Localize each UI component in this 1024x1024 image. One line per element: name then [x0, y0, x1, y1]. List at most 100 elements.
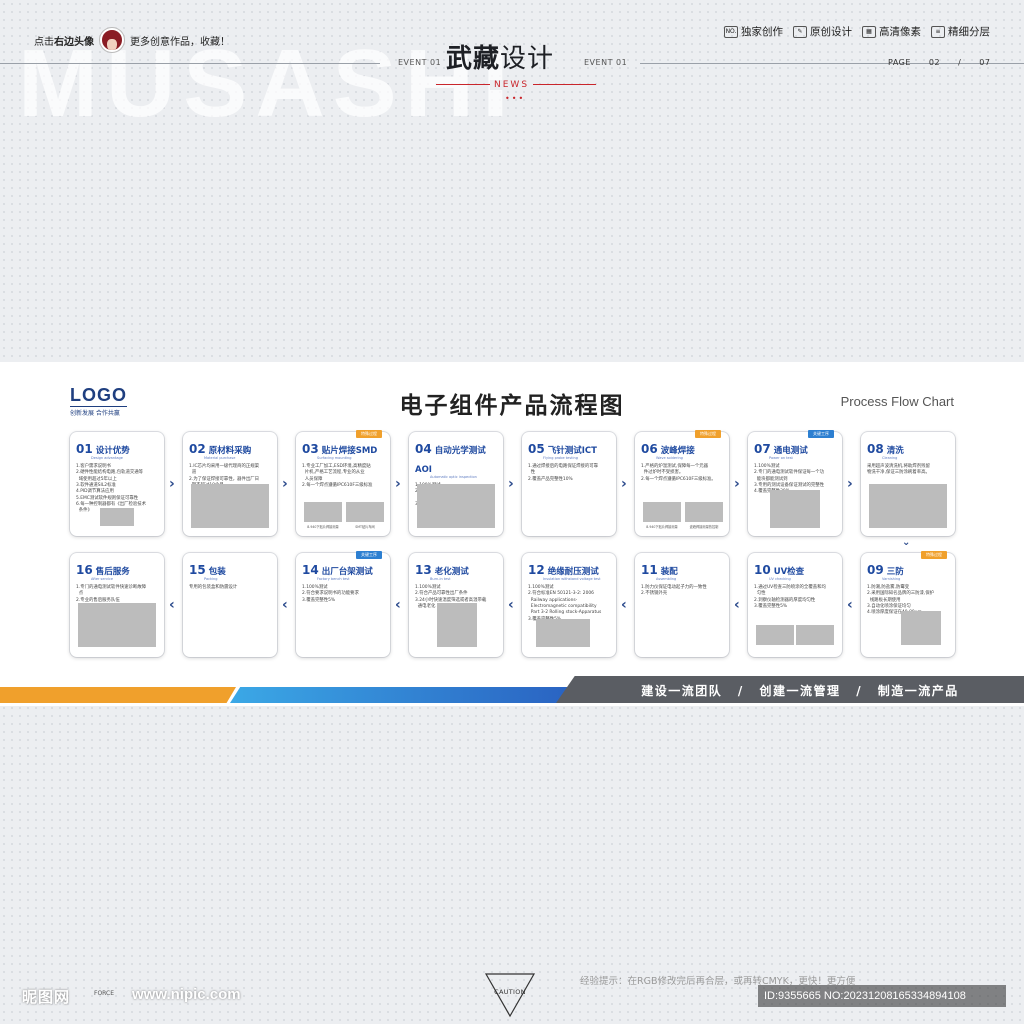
step-description: 专用的包装盒和防震设计 — [189, 585, 271, 591]
desc-line: 6.每一种控制器都有《出厂检验技术 — [76, 502, 147, 508]
dots-decoration: ••• — [505, 94, 526, 103]
step-title: 售后服务 — [95, 567, 130, 577]
blue-strip — [230, 687, 570, 703]
desc-line: 3.覆盖完整性5% — [302, 597, 336, 603]
desc-line: 域使用超过5年以上 — [76, 476, 117, 482]
desc-line: 道 — [189, 470, 197, 476]
desc-line: 4.喷涂厚度保证在40-80um — [867, 610, 922, 616]
image-placeholder — [78, 603, 156, 647]
step-title-en: Factory bench test — [317, 577, 350, 581]
arrow-right-icon: › — [847, 476, 853, 492]
page-indicator: PAGE 02 / 07 — [888, 58, 991, 67]
arrow-left-icon: ‹ — [395, 597, 401, 613]
arrow-right-icon: › — [395, 476, 401, 492]
image-placeholder — [304, 502, 342, 522]
event-label-left: EVENT 01 — [398, 58, 442, 67]
desc-line: 1.防力仪保证电动起子力的一致性 — [641, 584, 707, 590]
caution-triangle-icon — [484, 973, 536, 1018]
step-number: 13 — [415, 563, 432, 577]
step-title-en: Assembling — [656, 577, 677, 581]
flow-chart-panel — [0, 362, 1024, 706]
background-watermark: MUSASHI — [18, 30, 517, 137]
layers-icon: ≡ — [931, 25, 945, 38]
step-title-en: UV checking — [769, 577, 791, 581]
step-number: 14 — [302, 563, 319, 577]
arrow-left-icon: ‹ — [734, 597, 740, 613]
desc-line: 1.通过UV检查三防喷涂的全覆盖和均 — [754, 584, 826, 590]
desc-line: 2.符合标准EN 50121-3-2: 2006 — [528, 591, 594, 597]
desc-line: Part 3-2 Rolling stock-Apparatus — [528, 610, 602, 616]
desc-line: 1.专门的通电测试软件快速诊断故障 — [76, 584, 147, 590]
badge-layers: ≡ 精细分层 — [931, 24, 990, 39]
slogan-text: 建设一流团队 / 创建一流管理 / 制造一流产品 — [641, 684, 959, 698]
desc-line: Railway applications- — [528, 597, 578, 603]
desc-line: 2.覆盖产品完整性10% — [528, 476, 573, 482]
step-title: 原材料采购 — [208, 446, 252, 456]
promo-highlight: 右边头像 — [54, 36, 94, 48]
step-title: 自动光学测试AOI — [415, 446, 486, 475]
chart-title-en: Process Flow Chart — [840, 394, 954, 409]
desc-line: 2.不锈钢外壳 — [641, 591, 668, 597]
image-placeholder — [100, 508, 134, 526]
arrow-right-icon: › — [621, 476, 627, 492]
arrow-right-icon: › — [508, 476, 514, 492]
desc-line: 条件》 — [76, 508, 92, 514]
header-divider-left — [0, 63, 380, 64]
step-number: 08 — [867, 442, 884, 456]
news-label: NEWS — [490, 80, 534, 90]
image-placeholder — [796, 625, 834, 645]
step-title-en: After service — [91, 577, 114, 581]
desc-line: 采用超声波清洗机,将助焊剂残留 — [867, 463, 930, 469]
step-title-en: Surfacing mounting — [317, 456, 352, 460]
avatar[interactable] — [100, 28, 124, 52]
desc-line: 1.100%测试 — [528, 584, 554, 590]
image-placeholder — [536, 619, 590, 647]
image-caption: 8.940下贴片焊接测量 — [646, 525, 678, 529]
process-tag: 关键工序 — [808, 430, 834, 438]
step-title-en: Packing — [204, 577, 218, 581]
step-number: 15 — [189, 563, 206, 577]
desc-line: 2.每一个焊点遵循IPC610F三级标准。 — [641, 476, 716, 482]
step-number: 06 — [641, 442, 658, 456]
pencil-icon: ✎ — [793, 25, 807, 38]
process-tag: 特殊过程 — [921, 551, 947, 559]
step-number: 10 — [754, 563, 771, 577]
step-title: 绝缘耐压测试 — [547, 567, 599, 577]
desc-line: 件过炉时不受损害。 — [641, 470, 684, 476]
step-number: 01 — [76, 442, 93, 456]
desc-line: 1.100%测试 — [415, 584, 441, 590]
image-placeholder — [417, 484, 495, 528]
step-title-en: Material purchase — [204, 456, 236, 460]
step-number: 02 — [189, 442, 206, 456]
image-caption: 波峰焊接测量热控制 — [689, 525, 719, 529]
image-caption: 8.940下贴片焊接测量 — [307, 525, 339, 529]
desc-line: 3.软件通道SIL2标准 — [76, 482, 116, 488]
orange-strip — [0, 687, 236, 703]
promo-text: 点击右边头像 更多创意作品，收藏！ — [34, 28, 230, 52]
desc-line: 1.严格的炉温测试,保障每一个元器 — [641, 463, 709, 469]
image-placeholder — [437, 603, 477, 647]
step-number: 03 — [302, 442, 319, 456]
arrow-left-icon: ‹ — [847, 597, 853, 613]
desc-line: 3.自动化喷涂保证均匀 — [867, 603, 911, 609]
